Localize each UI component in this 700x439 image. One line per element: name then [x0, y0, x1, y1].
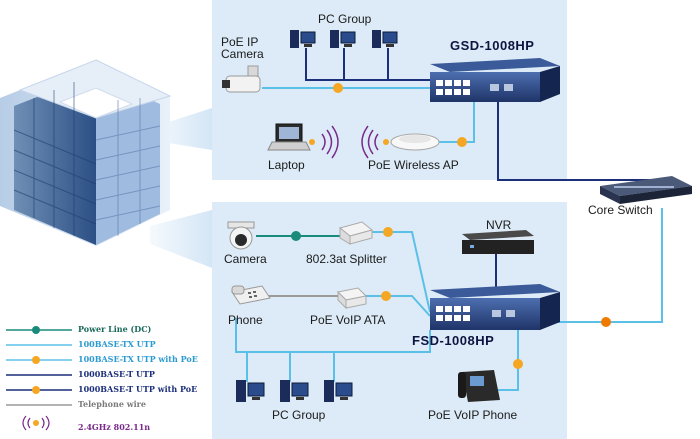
fsd-1008hp-switch [430, 284, 560, 330]
desk-phone [231, 285, 271, 305]
ip-camera-top [222, 65, 261, 93]
voip-phone [458, 370, 500, 402]
legend-text: Telephone wire [78, 399, 146, 409]
wireless-ap [390, 133, 440, 151]
legend-lines [6, 326, 72, 431]
label-laptop: Laptop [268, 158, 305, 172]
label-camera: Camera [224, 252, 267, 266]
poe-splitter [338, 221, 374, 245]
label-ip-camera: PoE IP Camera [221, 35, 264, 61]
nvr [462, 230, 534, 254]
label-pc-group-top: PC Group [318, 12, 372, 26]
label-wireless-ap: PoE Wireless AP [368, 158, 459, 172]
label-ata: PoE VoIP ATA [310, 313, 386, 327]
label-splitter: 802.3at Splitter [306, 252, 387, 266]
legend-text: 100BASE-TX UTP [78, 339, 156, 349]
pc-group-top [290, 30, 398, 48]
legend-text: Power Line (DC) [78, 324, 152, 334]
poe-markers [291, 83, 611, 369]
beam-bottom [150, 210, 212, 268]
legend: Power Line (DC) 100BASE-TX UTP 100BASE-T… [0, 322, 210, 435]
laptop [267, 123, 311, 151]
dome-camera [227, 221, 255, 250]
legend-item-100tx: 100BASE-TX UTP [0, 337, 210, 352]
voip-ata [336, 287, 368, 310]
wifi-signal [309, 125, 389, 159]
legend-item-dc: Power Line (DC) [0, 322, 210, 337]
label-voip-phone: PoE VoIP Phone [428, 408, 518, 422]
label-core-switch: Core Switch [588, 203, 653, 217]
gsd-1008hp-switch [430, 58, 560, 102]
legend-item-1000t: 1000BASE-T UTP [0, 367, 210, 382]
office-building [0, 59, 172, 246]
legend-text: 1000BASE-T UTP with PoE [78, 384, 198, 394]
label-gsd-model: GSD-1008HP [450, 38, 535, 53]
label-nvr: NVR [486, 218, 512, 232]
legend-text: 100BASE-TX UTP with PoE [78, 354, 198, 364]
legend-text: 1000BASE-T UTP [78, 369, 155, 379]
legend-item-wifi: 2.4GHz 802.11n [0, 420, 210, 435]
legend-text: 2.4GHz 802.11n [78, 422, 151, 432]
legend-item-100tx-poe: 100BASE-TX UTP with PoE [0, 352, 210, 367]
label-phone: Phone [228, 313, 263, 327]
legend-item-1000t-poe: 1000BASE-T UTP with PoE [0, 382, 210, 397]
core-switch [600, 176, 692, 204]
legend-item-telephone: Telephone wire [0, 397, 210, 412]
label-pc-group-bottom: PC Group [272, 408, 326, 422]
bottom-cables [235, 208, 663, 391]
label-fsd-model: FSD-1008HP [412, 333, 495, 348]
pc-group-bottom [236, 380, 353, 402]
